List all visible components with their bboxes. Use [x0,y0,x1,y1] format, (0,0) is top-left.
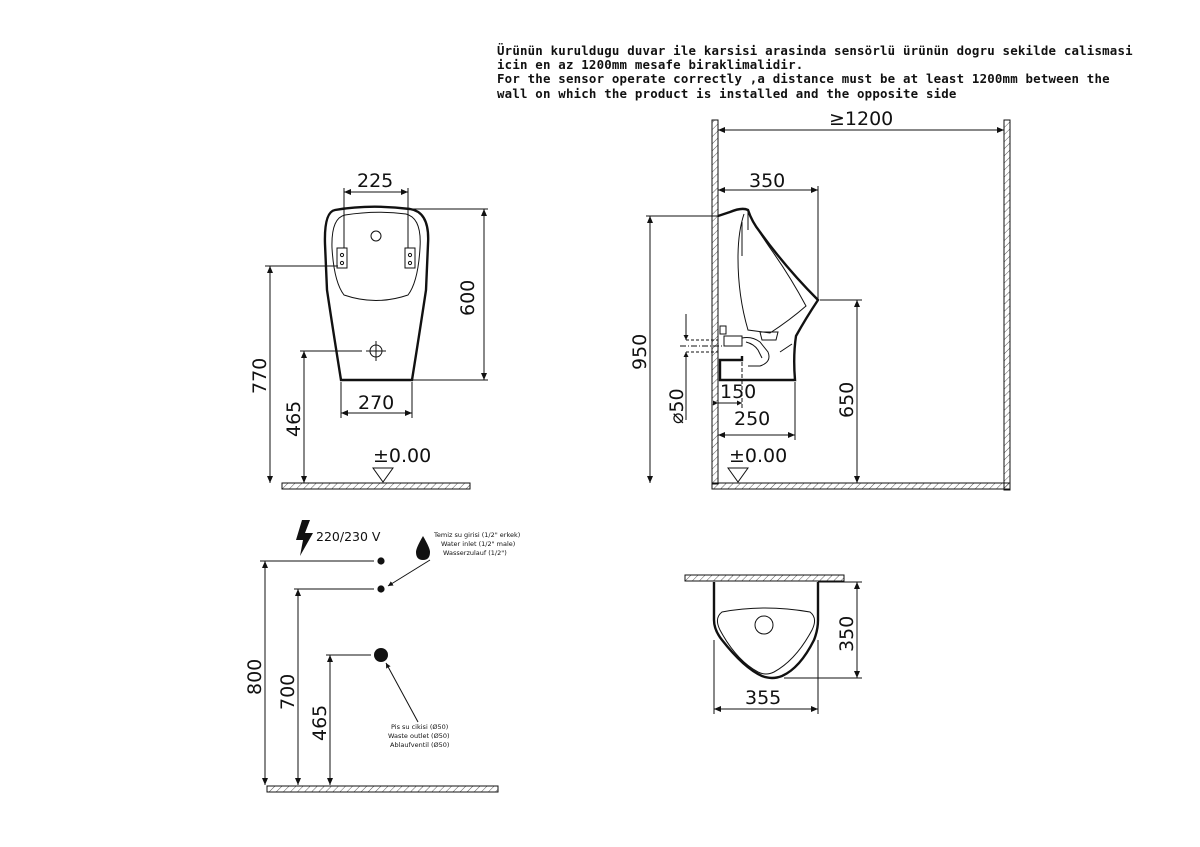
water-inlet-tr: Temiz su girisi (1/2" erkek) [433,531,520,539]
floor-level-marker-side [727,467,749,483]
opposite-wall [1003,119,1011,491]
urinal-front-outline [323,205,430,382]
waste-outlet-leader [385,662,419,723]
water-inlet-leader [387,559,431,587]
wall-pipe [680,325,727,353]
water-drop-icon [416,536,430,560]
note-english-line-1: For the sensor operate correctly ,a dist… [497,71,1110,87]
dim-outlet-height: 465 [283,401,305,437]
voltage-label: 220/230 V [316,529,381,544]
dim-total-height-side: 950 [629,334,651,370]
right-bracket [404,247,416,269]
urinal-side-inner [737,211,807,334]
dim-bottom-width: 270 [358,392,394,414]
note-turkish-line-2: icin en az 1200mm mesafe biraklimalidir. [497,57,804,73]
top-view: 350 355 [684,574,862,714]
floor-level-label: ±0.00 [373,445,431,467]
urinal-front-bowl [331,211,421,301]
note-english-line-2: wall on which the product is installed a… [497,85,957,101]
left-bracket [336,247,348,269]
dim-trap-offset: 150 [720,381,756,403]
floor-front [281,482,471,490]
dim-power-height: 800 [244,659,266,695]
dim-total-height: 770 [249,358,271,394]
waste-outlet-en: Waste outlet (Ø50) [388,732,450,740]
siphon [723,331,793,367]
dim-depth: 350 [749,170,785,192]
dim-base-depth: 250 [734,408,770,430]
urinal-side-outline [717,207,820,382]
front-view: 225 600 270 770 465 ±0.00 [249,170,488,490]
urinal-top-outline [712,582,820,680]
dim-min-clearance: ≥1200 [829,108,893,130]
power-point [377,557,385,565]
dim-pipe-diameter: ⌀50 [666,388,688,424]
spud-hole [370,230,382,242]
dim-top-width: 225 [357,170,393,192]
dim-height: 600 [457,280,479,316]
dim-top-depth: 350 [836,616,858,652]
water-inlet-en: Water inlet (1/2" male) [441,540,515,548]
waste-outlet-tr: Pis su cikisi (Ø50) [391,723,448,731]
waste-outlet-point [374,648,388,662]
water-inlet-point [377,585,385,593]
note-turkish-line-1: Ürünün kuruldugu duvar ile karsisi arasi… [497,43,1133,58]
floor-side [711,482,1011,490]
urinal-top-bowl [716,607,816,675]
installation-note: Ürünün kuruldugu duvar ile karsisi arasi… [497,43,1133,101]
back-wall [711,119,719,485]
floor-level-label-side: ±0.00 [729,445,787,467]
installation-points: 220/230 V Temiz su girisi (1/2" erkek) W… [244,520,520,793]
outlet-crosshair [366,341,386,361]
dim-water-height: 700 [277,674,299,710]
wall-top-view [684,574,845,582]
dim-top-width-plan: 355 [745,687,781,709]
floor-level-marker [372,467,394,483]
floor-install [266,785,499,793]
waste-outlet-de: Ablaufventil (Ø50) [390,741,449,749]
water-inlet-de: Wasserzulauf (1/2") [443,549,507,557]
dim-waste-height: 465 [309,705,331,741]
spud-top [754,615,774,635]
lightning-icon [296,520,313,556]
dim-rim-height: 650 [836,382,858,418]
side-view: ≥1200 350 950 650 ⌀50 150 250 ±0.00 [629,108,1011,491]
